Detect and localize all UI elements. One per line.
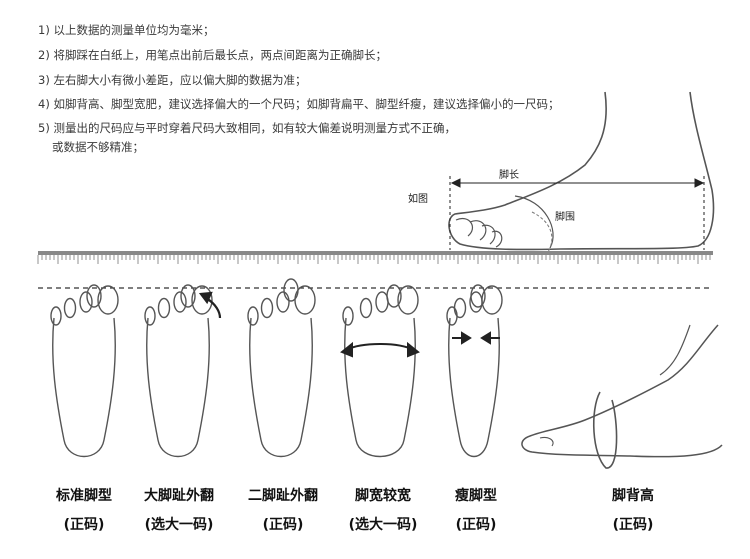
advice-standard: (正码) <box>63 517 105 533</box>
advice-slim-foot: (正码) <box>455 517 497 533</box>
toe <box>50 306 62 326</box>
toe <box>342 306 354 326</box>
toe <box>144 306 156 326</box>
side-view-foot <box>448 91 715 251</box>
high-instep-foot <box>521 324 723 469</box>
toe <box>397 285 419 315</box>
second-toe-foot <box>247 278 316 457</box>
example-label: 如图 <box>408 194 428 205</box>
toe <box>79 291 93 313</box>
toe <box>157 297 171 319</box>
note-6: 或数据不够精准； <box>52 140 144 154</box>
hallux-valgus-arrow <box>198 291 222 319</box>
toe <box>375 291 389 313</box>
narrow-foot-arrows <box>452 331 500 345</box>
foot-length-arrow <box>449 176 705 250</box>
wide-foot-arrows <box>340 341 420 358</box>
caption-standard: 标准脚型 <box>56 488 112 504</box>
toe <box>276 291 290 313</box>
caption-second-toe: 二脚趾外翻 <box>248 488 318 504</box>
toe <box>359 297 373 319</box>
wide-foot <box>342 284 419 458</box>
hallux-valgus-foot <box>144 284 213 457</box>
note-1: 1) 以上数据的测量单位均为毫米； <box>38 23 215 37</box>
foot-length-label: 脚长 <box>499 170 519 181</box>
toe <box>86 284 102 308</box>
note-2: 2) 将脚踩在白纸上，用笔点出前后最长点，两点间距离为正确脚长； <box>38 48 387 62</box>
toe <box>97 285 119 315</box>
foot-girth-curve <box>531 211 553 253</box>
foot-girth-label: 脚围 <box>555 212 575 223</box>
note-3: 3) 左右脚大小有微小差距，应以偏大脚的数据为准； <box>38 73 307 87</box>
slim-foot <box>446 284 503 457</box>
advice-high-instep: (正码) <box>612 517 654 533</box>
caption-slim-foot: 瘦脚型 <box>455 488 497 504</box>
toe <box>453 297 467 319</box>
toe <box>191 285 213 315</box>
caption-hallux-valgus: 大脚趾外翻 <box>144 488 214 504</box>
advice-hallux-valgus: (选大一码) <box>144 517 214 533</box>
standard-foot <box>50 284 119 457</box>
toe <box>247 306 259 326</box>
toe <box>469 291 483 313</box>
toe <box>63 297 77 319</box>
caption-high-instep: 脚背高 <box>612 488 654 504</box>
advice-wide-foot: (选大一码) <box>348 517 418 533</box>
toe <box>260 297 274 319</box>
caption-wide-foot: 脚宽较宽 <box>355 488 411 504</box>
toe <box>180 284 196 308</box>
advice-second-toe: (正码) <box>262 517 304 533</box>
measuring-ruler <box>37 251 713 264</box>
note-4: 4) 如脚背高、脚型宽肥，建议选择偏大的一个尺码；如脚背扁平、脚型纤瘦，建议选择… <box>38 97 560 111</box>
note-5: 5) 测量出的尺码应与平时穿着尺码大致相同，如有较大偏差说明测量方式不正确， <box>38 121 456 135</box>
toe <box>446 306 458 326</box>
toe <box>283 278 299 302</box>
toe <box>173 291 187 313</box>
ruler-bar <box>38 251 713 255</box>
